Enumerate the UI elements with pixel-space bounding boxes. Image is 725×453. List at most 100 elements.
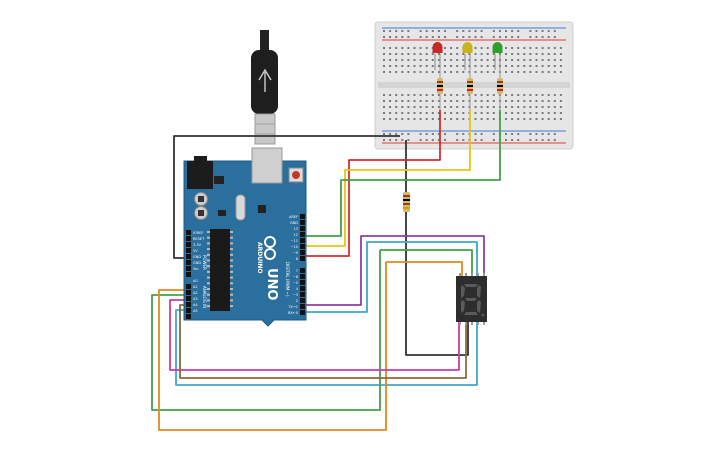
- breadboard-hole: [486, 59, 489, 61]
- breadboard-hole: [492, 71, 495, 73]
- pin-label: 2: [296, 299, 298, 303]
- seven-segment-display[interactable]: [456, 273, 487, 325]
- breadboard-hole: [511, 53, 514, 55]
- header-pin[interactable]: [300, 274, 305, 279]
- header-pin[interactable]: [300, 238, 305, 243]
- led-yellow[interactable]: [462, 42, 473, 70]
- header-pin[interactable]: [186, 236, 191, 241]
- chip-pin: [207, 231, 210, 233]
- breadboard-hole: [462, 36, 465, 38]
- breadboard-hole: [425, 30, 428, 32]
- led-green[interactable]: [492, 42, 503, 70]
- chip-pin: [207, 270, 210, 273]
- header-pin[interactable]: [186, 248, 191, 253]
- wire-brown-seg[interactable]: [179, 304, 467, 379]
- breadboard-hole: [505, 112, 507, 114]
- breadboard-hole: [437, 94, 440, 96]
- breadboard-hole: [437, 133, 440, 135]
- header-pin[interactable]: [300, 220, 305, 225]
- header-pin[interactable]: [186, 314, 191, 319]
- header-pin[interactable]: [186, 302, 191, 307]
- wire-black-display-return[interactable]: [405, 212, 469, 356]
- wire-green-led[interactable]: [306, 110, 501, 237]
- pin-label: RX←0: [288, 311, 298, 315]
- header-pin[interactable]: [300, 292, 305, 297]
- breadboard-hole: [474, 36, 477, 38]
- wire-orange-seg[interactable]: [158, 262, 387, 431]
- header-pin[interactable]: [186, 308, 191, 313]
- header-pin[interactable]: [300, 268, 305, 273]
- header-pin[interactable]: [186, 254, 191, 259]
- header-pin[interactable]: [186, 272, 191, 277]
- breadboard-hole: [517, 94, 520, 96]
- breadboard-hole: [456, 106, 459, 108]
- resistor-red-led[interactable]: [437, 68, 443, 110]
- breadboard-hole: [480, 94, 483, 96]
- led-red[interactable]: [432, 42, 443, 70]
- header-pin[interactable]: [300, 286, 305, 291]
- header-pin[interactable]: [186, 296, 191, 301]
- breadboard-hole: [444, 112, 446, 114]
- breadboard-hole: [389, 47, 392, 49]
- breadboard-hole: [437, 118, 440, 120]
- breadboard-hole: [498, 30, 501, 32]
- header-pin[interactable]: [300, 310, 305, 315]
- wire-purple-seg[interactable]: [306, 235, 485, 306]
- pin-label: IOREF: [193, 231, 203, 235]
- breadboard-hole: [474, 53, 477, 55]
- breadboard-hole: [511, 47, 514, 49]
- resistor-yellow-led[interactable]: [467, 68, 473, 110]
- breadboard-hole: [395, 100, 398, 102]
- wire-orange-seg-top[interactable]: [386, 261, 463, 276]
- header-pin[interactable]: [300, 298, 305, 303]
- breadboard-hole: [517, 133, 520, 135]
- breadboard-hole: [462, 94, 465, 96]
- breadboard-hole: [535, 139, 538, 141]
- breadboard-hole: [437, 53, 440, 55]
- breadboard-hole: [425, 133, 428, 135]
- digital-header[interactable]: [300, 214, 305, 315]
- wire-black-gnd[interactable]: [173, 135, 400, 259]
- header-pin[interactable]: [300, 214, 305, 219]
- header-pin[interactable]: [300, 256, 305, 261]
- resistor-display[interactable]: [403, 192, 410, 212]
- header-pin[interactable]: [300, 280, 305, 285]
- header-pin[interactable]: [300, 226, 305, 231]
- breadboard-hole: [553, 94, 556, 96]
- breadboard-hole: [505, 118, 507, 120]
- header-pin[interactable]: [186, 266, 191, 271]
- reset-button[interactable]: [292, 171, 300, 179]
- chip-pin: [230, 293, 233, 296]
- header-pin[interactable]: [300, 232, 305, 237]
- breadboard-hole: [517, 139, 520, 141]
- chip-pin: [230, 236, 233, 239]
- header-pin[interactable]: [186, 242, 191, 247]
- breadboard-hole: [547, 118, 550, 120]
- usb-port: [251, 147, 283, 184]
- power-analog-header[interactable]: [186, 230, 191, 319]
- header-pin[interactable]: [186, 290, 191, 295]
- breadboard-hole: [474, 139, 477, 141]
- usb-cable[interactable]: [251, 30, 278, 145]
- wire-green-seg[interactable]: [151, 250, 381, 411]
- header-pin[interactable]: [300, 304, 305, 309]
- pin-label: A3: [193, 297, 198, 301]
- header-pin[interactable]: [186, 230, 191, 235]
- chip-pin: [230, 282, 233, 285]
- header-pin[interactable]: [186, 284, 191, 289]
- breadboard-hole: [437, 100, 440, 102]
- header-pin[interactable]: [186, 260, 191, 265]
- pin-label: ~9: [293, 251, 298, 255]
- wire-red-led[interactable]: [306, 110, 441, 257]
- wire-magenta-seg[interactable]: [169, 299, 460, 371]
- wire-yellow-led[interactable]: [306, 110, 471, 247]
- arduino-uno[interactable]: ARDUINO UNO IOREFRESET3.3V5VGNDGNDVinA0A…: [183, 147, 307, 327]
- breadboard-hole: [547, 139, 550, 141]
- breadboard-hole: [383, 118, 385, 120]
- resistor-green-led[interactable]: [497, 68, 503, 110]
- wire-green-seg-top[interactable]: [380, 249, 473, 276]
- breadboard-hole: [553, 118, 556, 120]
- header-pin[interactable]: [300, 244, 305, 249]
- header-pin[interactable]: [300, 250, 305, 255]
- breadboard[interactable]: [374, 21, 574, 150]
